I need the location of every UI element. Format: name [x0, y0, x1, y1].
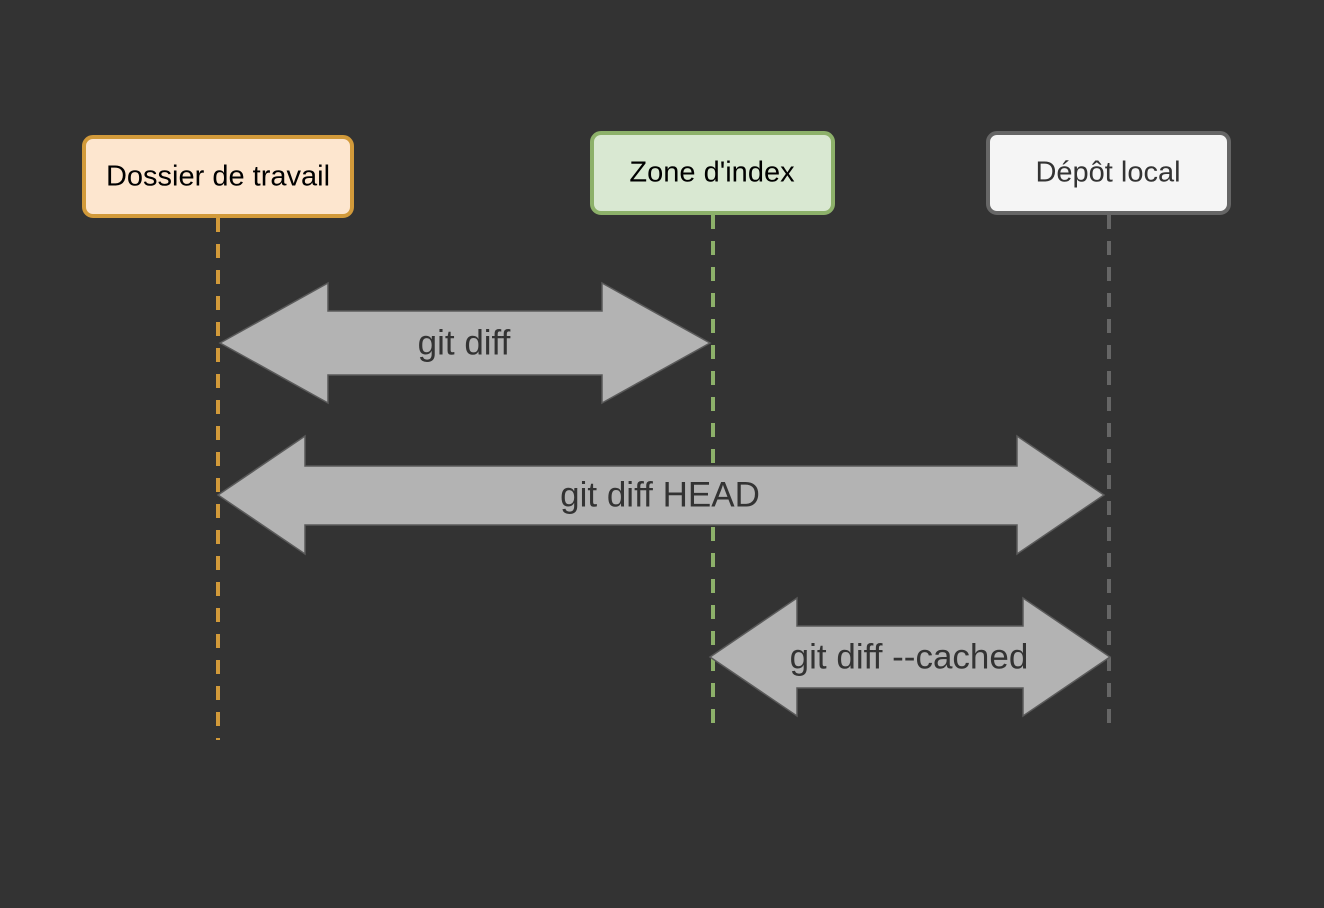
arrow-git-diff-label: git diff — [418, 323, 511, 362]
arrow-git-diff-head-label: git diff HEAD — [560, 475, 760, 514]
node-working-directory: Dossier de travail — [82, 135, 354, 218]
node-repo-box — [986, 131, 1231, 215]
node-working-label: Dossier de travail — [106, 161, 330, 193]
node-local-repo: Dépôt local — [986, 131, 1231, 215]
arrow-git-diff-head: git diff HEAD — [216, 434, 1106, 556]
arrow-git-diff-cached: git diff --cached — [708, 596, 1112, 718]
node-repo-label: Dépôt local — [1035, 157, 1180, 189]
node-index-label: Zone d'index — [629, 157, 795, 189]
node-index-box — [590, 131, 835, 215]
arrow-git-diff-shape — [218, 281, 712, 405]
arrow-git-diff-cached-label: git diff --cached — [790, 637, 1029, 676]
arrow-git-diff-cached-shape — [708, 596, 1112, 718]
arrow-git-diff: git diff — [218, 281, 712, 405]
node-working-box — [82, 135, 354, 218]
node-index: Zone d'index — [590, 131, 835, 215]
arrow-git-diff-head-shape — [216, 434, 1106, 556]
